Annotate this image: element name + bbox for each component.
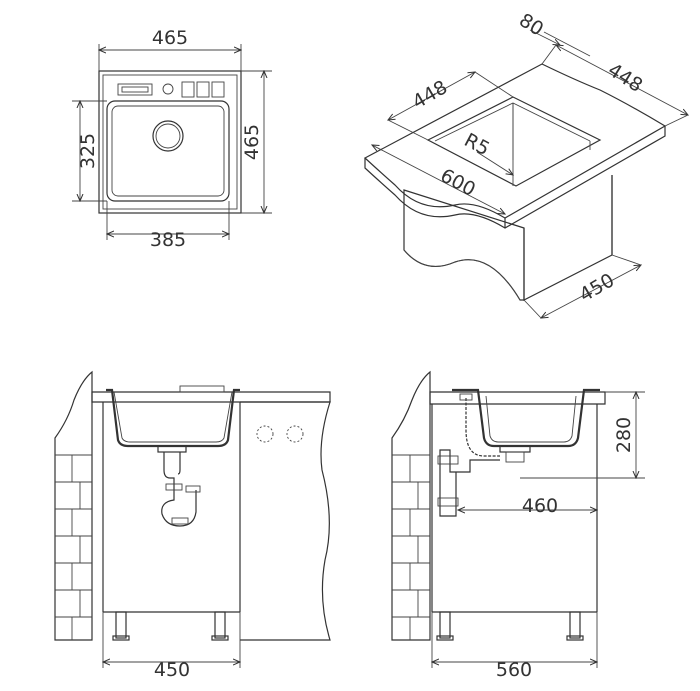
dim-outer-height: 465 — [241, 124, 263, 160]
dim-waste-offset: 460 — [522, 495, 558, 517]
overflow-slot — [117, 83, 153, 96]
cabinet-body — [403, 189, 525, 301]
accessory-3 — [211, 81, 225, 98]
cabinet-foot — [115, 611, 127, 639]
cabinet-foot — [569, 611, 581, 639]
siphon-icon — [439, 449, 500, 517]
front-view: 450 — [54, 370, 331, 681]
dim-cabinet-width-front: 450 — [154, 659, 190, 681]
bowl-outline — [106, 100, 230, 202]
accessory-2 — [196, 81, 210, 98]
dim-outer-width: 465 — [152, 27, 188, 49]
isometric-view: 80 448 448 R5 600 450 — [363, 9, 688, 318]
adjacent-cabinet — [240, 401, 331, 641]
accessory-1 — [181, 81, 195, 98]
dim-cabinet-depth-side: 560 — [496, 659, 532, 681]
dim-bowl-length-iso: 448 — [409, 76, 451, 113]
cabinet-foot — [439, 611, 451, 639]
brick-wall — [54, 370, 93, 641]
drain-icon — [152, 120, 184, 152]
brick-wall — [391, 370, 431, 641]
dim-cabinet-depth-iso: 450 — [576, 269, 618, 306]
top-view: 465 465 325 385 — [72, 27, 272, 251]
tap-hole-icon — [162, 83, 174, 95]
siphon-icon — [161, 452, 197, 527]
overflow-hose-icon — [465, 398, 500, 457]
cabinet-foot — [214, 611, 226, 639]
side-view: 460 280 560 — [391, 370, 645, 681]
bowl-inner — [111, 105, 225, 197]
dim-bowl-height: 325 — [77, 133, 99, 169]
sink-bowl-side — [452, 388, 600, 448]
sink-bowl-front — [106, 388, 240, 448]
knob-icon — [286, 425, 304, 443]
knob-icon — [256, 425, 274, 443]
dim-bowl-width-iso: 448 — [604, 59, 646, 97]
dim-bowl-width: 385 — [150, 229, 186, 251]
sink-inner-rim — [102, 74, 238, 210]
dim-radius: R5 — [460, 129, 493, 160]
dim-bowl-depth: 280 — [613, 417, 635, 453]
sink-outline — [98, 70, 242, 214]
dim-cabinet-width-iso: 600 — [437, 164, 479, 200]
